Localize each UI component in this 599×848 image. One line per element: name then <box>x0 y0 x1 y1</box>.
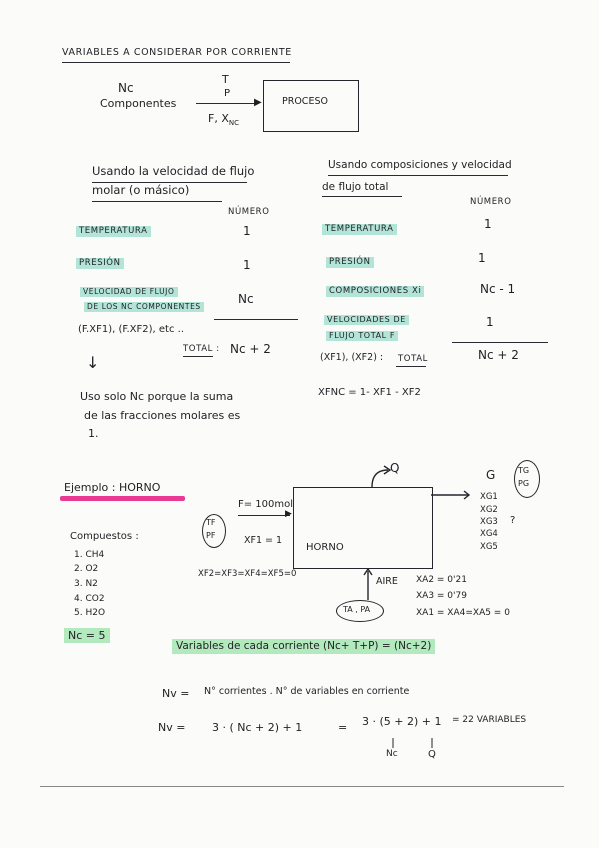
right-row-composiciones-value: Nc - 1 <box>480 282 516 296</box>
nv-nc-sub: Nc <box>386 749 398 759</box>
p-label: P <box>224 88 231 99</box>
left-heading-2: molar (o másico) <box>92 183 190 197</box>
right-row-temperatura: TEMPERATURA <box>322 224 397 235</box>
left-note-2: de las fracciones molares es <box>84 409 241 422</box>
tg-pg-circle <box>514 460 540 498</box>
title-underline <box>62 62 290 64</box>
right-row-velocidades-2: FLUJO TOTAL F <box>326 331 399 341</box>
question-mark: ? <box>510 515 516 526</box>
xg4: XG4 <box>480 529 498 539</box>
f-arrow <box>238 515 290 517</box>
compuesto-2: 2. O2 <box>74 564 99 574</box>
right-extra: (XF1), (XF2) : <box>320 352 384 363</box>
q-label: Q <box>390 461 400 475</box>
left-total-value: Nc + 2 <box>230 342 271 356</box>
pg-label: PG <box>518 479 530 488</box>
xa3-label: XA3 = 0'79 <box>416 591 467 601</box>
variables-line: Variables de cada corriente (Nc+ T+P) = … <box>172 639 436 654</box>
right-total-value: Nc + 2 <box>478 348 519 362</box>
nc-value: Nc = 5 <box>64 628 110 643</box>
left-note-1: Uso solo Nc porque la suma <box>80 390 234 403</box>
left-row-temperatura-value: 1 <box>243 224 251 238</box>
nv-q-sub: Q <box>428 749 436 760</box>
compuestos-label: Compuestos : <box>70 531 139 542</box>
xf-rest-label: XF2=XF3=XF4=XF5=0 <box>198 569 297 579</box>
right-row-composiciones: COMPOSICIONES Xi <box>326 286 425 297</box>
nv-line1-lhs: Nv = <box>162 687 190 700</box>
nv-eq: = <box>338 721 348 734</box>
nv-line2-num: 3 · (5 + 2) + 1 <box>362 715 442 728</box>
right-col-header: NÚMERO <box>470 197 512 207</box>
right-row-presion-value: 1 <box>478 251 486 265</box>
t-label: T <box>222 73 229 86</box>
pf-label: PF <box>206 531 216 540</box>
right-row-velocidades: VELOCIDADES DE <box>324 315 409 325</box>
ejemplo-title: Ejemplo : HORNO <box>64 481 161 494</box>
nv-line2-mid: 3 · ( Nc + 2) + 1 <box>212 721 303 734</box>
flow-label: F, XNC <box>208 112 239 128</box>
right-heading-2: de flujo total <box>322 181 389 193</box>
left-col-header: NÚMERO <box>228 207 270 217</box>
page-title: VARIABLES A CONSIDERAR POR CORRIENTE <box>62 47 292 58</box>
g-label: G <box>486 468 496 482</box>
left-heading-1: Usando la velocidad de flujo <box>92 164 255 178</box>
nv-line1-rhs: N° corrientes . N° de variables en corri… <box>204 686 410 697</box>
left-extra: (F.XF1), (F.XF2), etc .. <box>78 324 185 335</box>
ta-pa-label: TA , PA <box>343 605 371 614</box>
left-row-presion-value: 1 <box>243 258 251 272</box>
proceso-box <box>263 80 359 132</box>
arrow-head: ▶ <box>254 97 262 108</box>
nv-line2-lhs: Nv = <box>158 721 186 734</box>
right-heading-1: Usando composiciones y velocidad <box>328 159 512 171</box>
left-row-velocidad-value: Nc <box>238 292 254 306</box>
right-total-label: TOTAL <box>398 354 428 364</box>
ejemplo-underline <box>60 496 185 501</box>
xg2: XG2 <box>480 505 498 515</box>
down-arrow: ↓ <box>86 353 100 372</box>
proceso-label: PROCESO <box>282 96 328 107</box>
xg1: XG1 <box>480 492 498 502</box>
right-row-temperatura-value: 1 <box>484 217 492 231</box>
right-row-velocidades-value: 1 <box>486 315 494 329</box>
tg-label: TG <box>518 466 530 475</box>
xg5: XG5 <box>480 542 498 552</box>
compuesto-1: 1. CH4 <box>74 550 105 560</box>
horno-box <box>293 487 433 569</box>
componentes-label: Componentes <box>100 97 177 110</box>
nv-line2-result: = 22 VARIABLES <box>452 715 527 725</box>
xa-rest-label: XA1 = XA4=XA5 = 0 <box>416 608 510 618</box>
left-row-velocidad: VELOCIDAD DE FLUJO <box>80 287 178 297</box>
horno-label: HORNO <box>306 542 344 553</box>
bottom-rule <box>40 786 564 787</box>
tf-label: TF <box>206 518 216 527</box>
compuesto-5: 5. H2O <box>74 608 106 618</box>
left-total-label: TOTAL : <box>183 344 220 354</box>
left-row-velocidad-2: DE LOS NC COMPONENTES <box>84 302 204 312</box>
aire-label: AIRE <box>376 576 398 587</box>
xg3: XG3 <box>480 517 498 527</box>
compuesto-4: 4. CO2 <box>74 594 105 604</box>
tf-pf-circle <box>202 514 226 548</box>
right-formula: XFNC = 1- XF1 - XF2 <box>318 387 421 398</box>
left-note-3: 1. <box>88 427 99 440</box>
left-row-presion: PRESIÓN <box>76 258 124 269</box>
ta-pa-circle <box>336 600 384 622</box>
left-row-temperatura: TEMPERATURA <box>76 226 151 237</box>
xf1-label: XF1 = 1 <box>244 535 283 546</box>
input-arrow <box>196 103 258 105</box>
f-label: F= 100mol <box>238 499 294 510</box>
compuesto-3: 3. N2 <box>74 579 98 589</box>
right-row-presion: PRESIÓN <box>326 257 374 268</box>
nc-label: Nc <box>118 81 134 95</box>
xa2-label: XA2 = 0'21 <box>416 575 467 585</box>
